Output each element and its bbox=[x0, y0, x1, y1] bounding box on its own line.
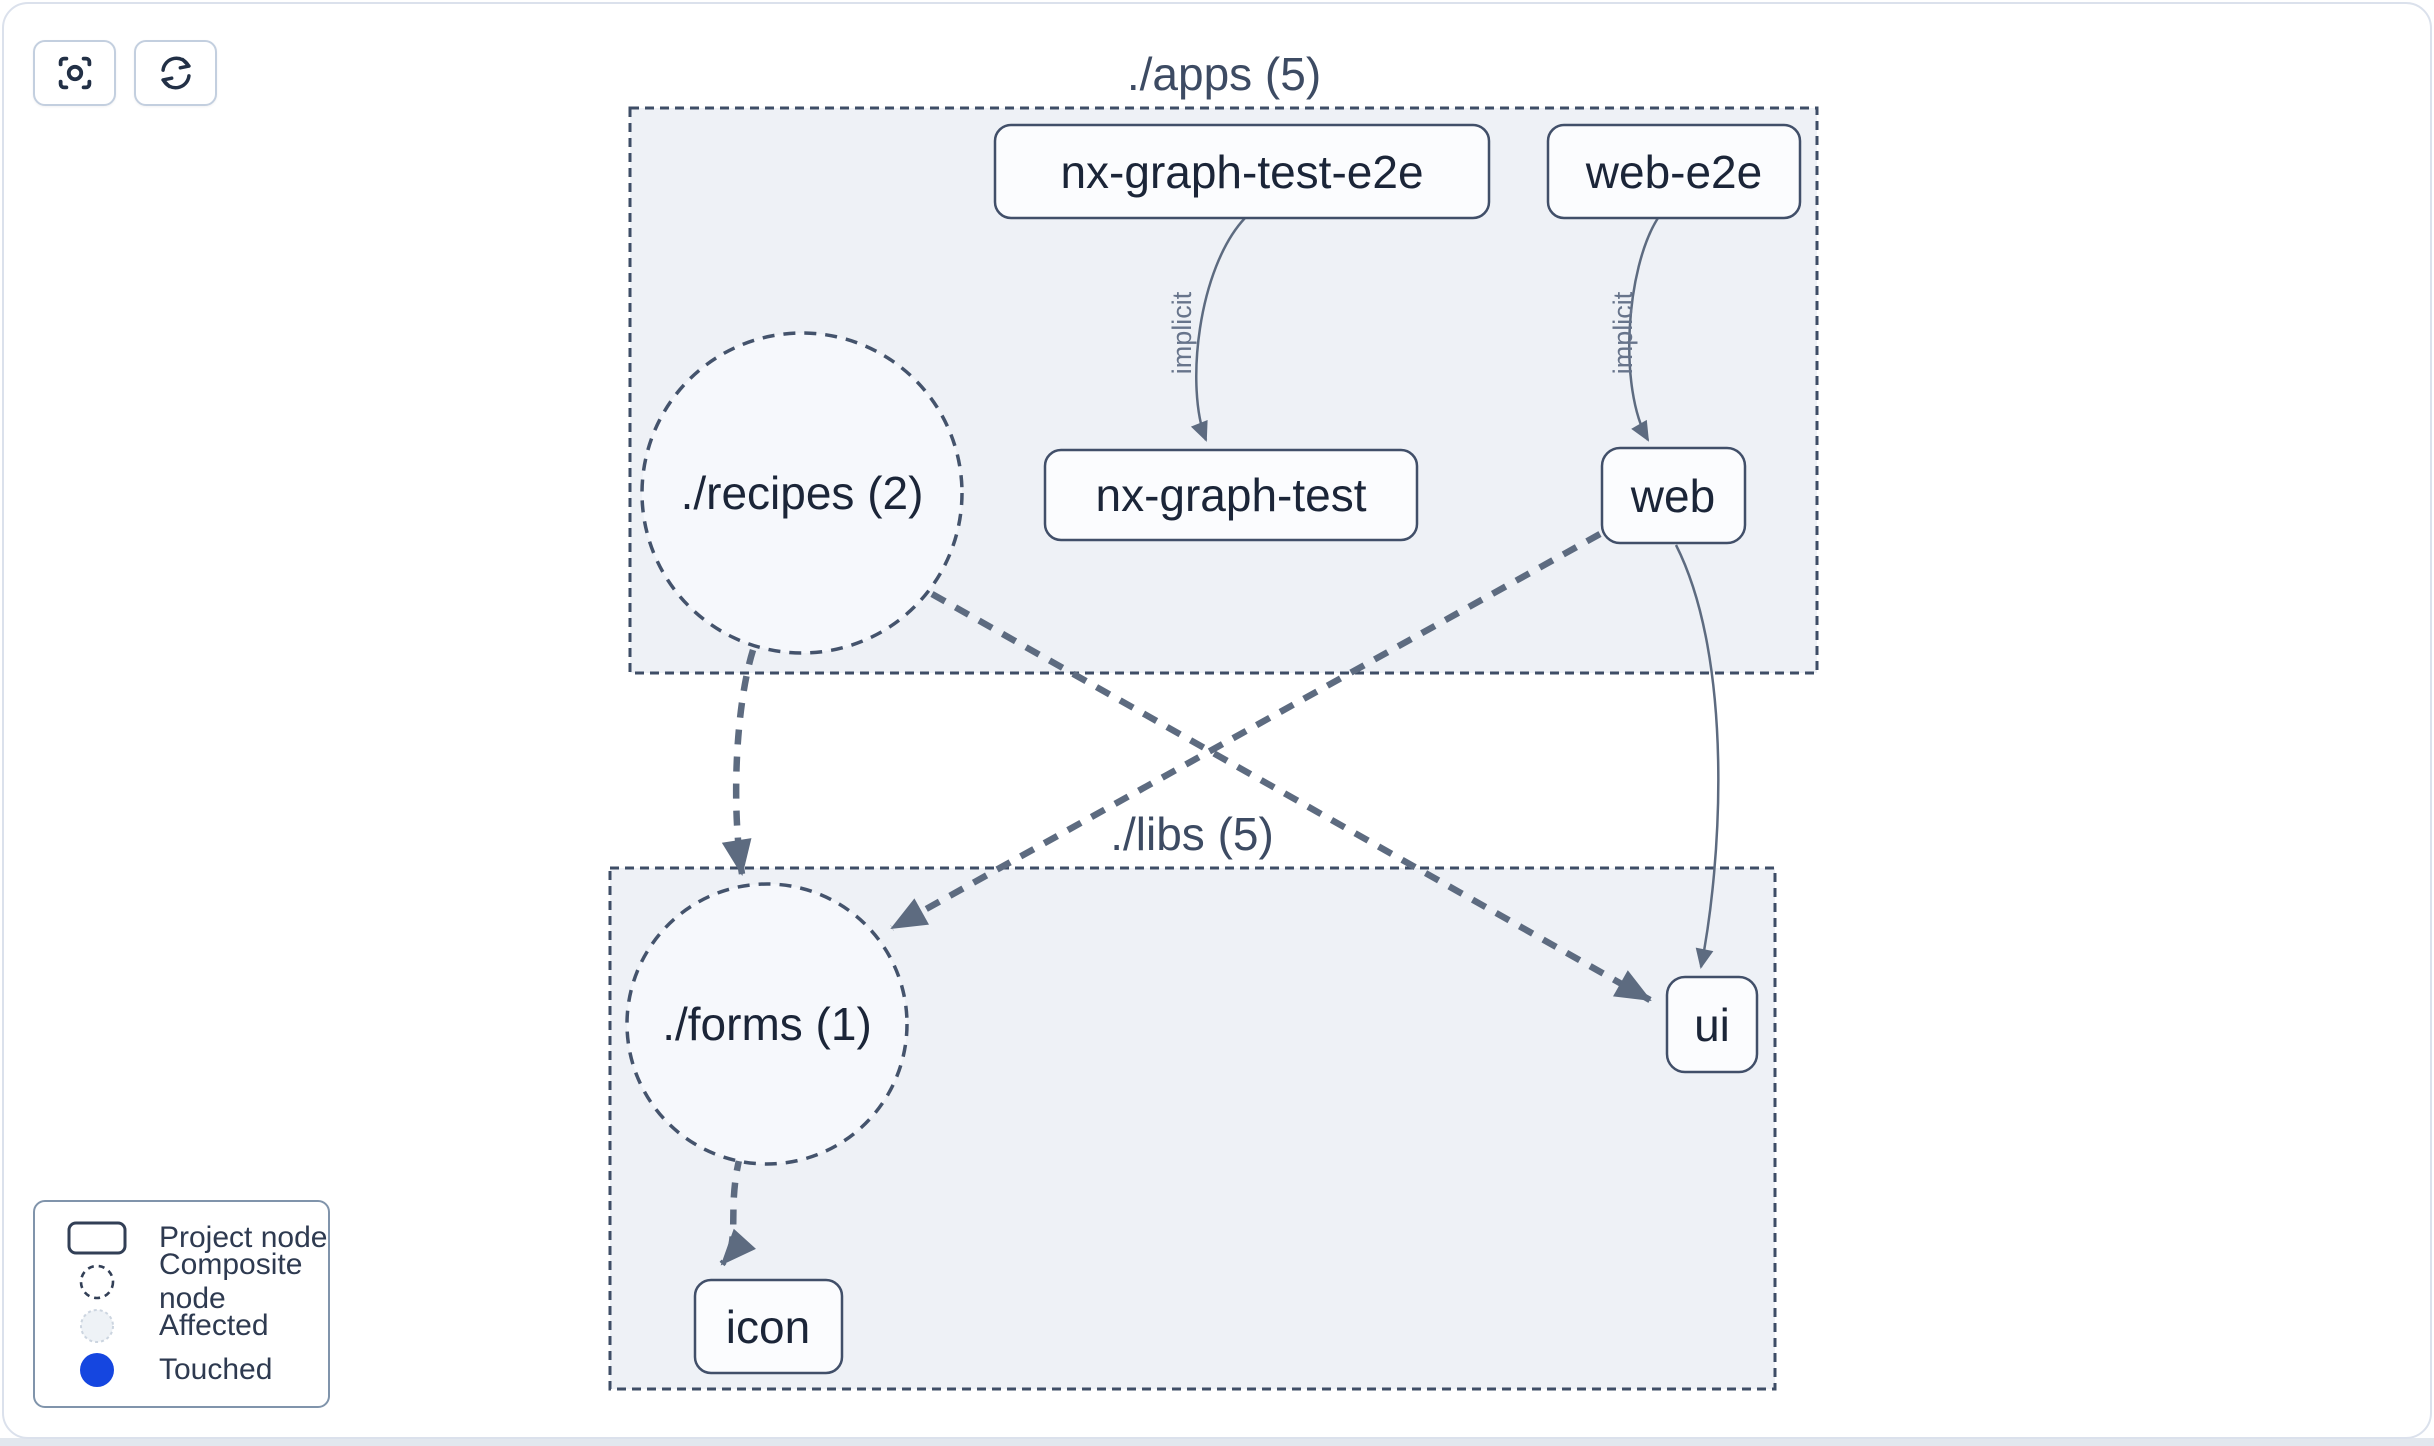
legend-label-project-node: Project node bbox=[159, 1221, 328, 1254]
legend: Project node Composite node Affected Tou… bbox=[33, 1200, 330, 1408]
composite-node-recipes-circle bbox=[640, 331, 964, 655]
refresh-button[interactable] bbox=[134, 40, 217, 106]
composite-node-recipes[interactable]: ./recipes (2) bbox=[640, 331, 964, 655]
legend-row-project-node: Project node bbox=[35, 1218, 328, 1258]
node-web-e2e[interactable]: web-e2e bbox=[1546, 123, 1802, 220]
node-nx-graph-test-e2e-label: nx-graph-test-e2e bbox=[1060, 146, 1423, 198]
edge-forms-to-icon bbox=[719, 1155, 756, 1267]
toolbar bbox=[33, 40, 217, 106]
node-nx-graph-test-rect bbox=[1043, 448, 1419, 542]
affected-icon bbox=[35, 1307, 159, 1345]
legend-row-composite-node: Composite node bbox=[35, 1248, 328, 1315]
node-web-rect bbox=[1600, 446, 1747, 545]
focus-reset-button[interactable] bbox=[33, 40, 116, 106]
edge-web-e2e-to-web bbox=[1628, 217, 1660, 442]
group-libs-label: ./libs (5) bbox=[1110, 808, 1274, 860]
touched-icon bbox=[35, 1351, 159, 1389]
project-node-icon bbox=[35, 1221, 159, 1255]
node-ui[interactable]: ui bbox=[1665, 975, 1759, 1074]
node-nx-graph-test[interactable]: nx-graph-test bbox=[1043, 448, 1419, 542]
node-nx-graph-test-e2e-rect bbox=[993, 123, 1491, 220]
edge-recipes-to-ui bbox=[930, 591, 1652, 1003]
node-web-e2e-rect bbox=[1546, 123, 1802, 220]
node-icon[interactable]: icon bbox=[693, 1278, 844, 1375]
node-ui-rect bbox=[1665, 975, 1759, 1074]
node-web-e2e-label: web-e2e bbox=[1585, 146, 1762, 198]
composite-node-icon bbox=[35, 1263, 159, 1301]
legend-row-affected: Affected bbox=[35, 1306, 328, 1346]
legend-label-touched: Touched bbox=[159, 1353, 273, 1386]
legend-row-touched: Touched bbox=[35, 1350, 328, 1390]
node-ui-label: ui bbox=[1694, 999, 1730, 1051]
composite-node-forms-label: ./forms (1) bbox=[662, 998, 872, 1050]
page-bottom-strip bbox=[0, 1438, 2434, 1446]
node-icon-rect bbox=[693, 1278, 844, 1375]
edge-web-to-forms bbox=[890, 531, 1602, 931]
composite-node-forms[interactable]: ./forms (1) bbox=[625, 882, 909, 1166]
node-web[interactable]: web bbox=[1600, 446, 1747, 545]
refresh-icon bbox=[160, 56, 191, 90]
edge-recipes-to-forms bbox=[721, 649, 757, 876]
legend-label-affected: Affected bbox=[159, 1309, 269, 1342]
edge-label-implicit-1: implicit bbox=[1167, 291, 1197, 374]
node-icon-label: icon bbox=[726, 1301, 810, 1353]
legend-label-composite-node: Composite node bbox=[159, 1248, 303, 1315]
node-nx-graph-test-label: nx-graph-test bbox=[1095, 469, 1366, 521]
node-nx-graph-test-e2e[interactable]: nx-graph-test-e2e bbox=[993, 123, 1491, 220]
composite-node-forms-circle bbox=[625, 882, 909, 1166]
edge-web-to-ui bbox=[1674, 544, 1720, 969]
node-web-label: web bbox=[1630, 470, 1715, 522]
group-apps-label: ./apps (5) bbox=[1127, 48, 1321, 100]
composite-node-recipes-label: ./recipes (2) bbox=[681, 467, 924, 519]
edge-label-implicit-2: implicit bbox=[1608, 291, 1638, 374]
focus-icon bbox=[58, 56, 91, 90]
edge-nx-graph-test-e2e-to-nx-graph-test bbox=[1190, 217, 1246, 442]
